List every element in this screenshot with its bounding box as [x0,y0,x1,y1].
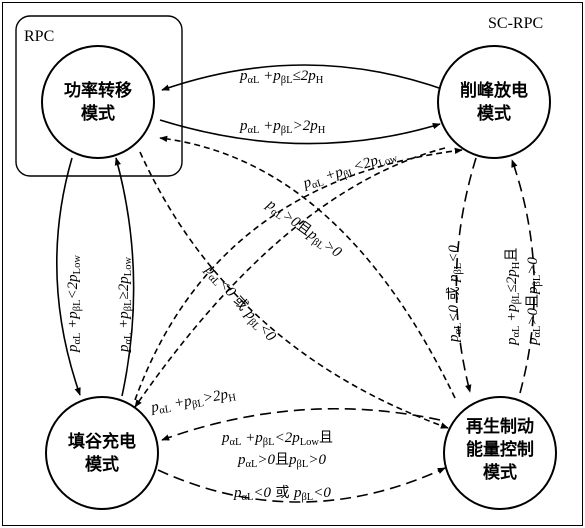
node-peak-discharge-line2: 模式 [477,103,511,124]
cond-regen-to-peak-line1: pαL +pβL≤2pH且 [504,248,522,346]
cond-peak-to-power: pαL +pβL≤2pH [239,68,324,86]
cond-valley-to-power: pαL +pβL≥2pLow [116,257,134,353]
node-regen-control: 再生制动 能量控制 模式 [443,396,557,510]
cond-valley-to-regen: pαL<0 或 pβL<0 [233,485,331,503]
cond-power-to-valley: pαL +pβL<2pLow [65,255,83,353]
node-power-transfer-line2: 模式 [81,103,115,124]
cond-peak-to-valley: pαL +pβL>2pH [149,385,237,418]
edge-regen-to-power [159,135,456,399]
edge-peak-to-power [161,64,446,91]
cond-peak-to-regen: pαL<0 或 pβL<0 [446,245,464,343]
node-regen-control-line2: 能量控制 [466,439,534,460]
edge-power-to-regen [139,151,449,429]
cond-power-to-regen: pαL<0 或 pβL<0 [200,261,279,346]
edge-valley-to-peak [134,147,463,401]
cond-regen-to-valley-line1: pαL +pβL<2pLow且 [221,430,333,448]
edge-valley-to-regen [157,467,446,503]
node-peak-discharge-line1: 削峰放电 [460,80,528,101]
node-regen-control-line1: 再生制动 [466,416,534,437]
node-power-transfer: 功率转移 模式 [41,45,155,159]
node-valley-charge-line1: 填谷充电 [68,431,136,452]
cond-regen-to-peak-line2: pαL>0且pβL>0 [525,257,543,346]
edge-peak-to-valley [134,147,446,408]
sc-rpc-label: SC-RPC [488,15,543,32]
edge-peak-to-regen [455,157,477,393]
node-peak-discharge: 削峰放电 模式 [437,45,551,159]
rpc-boundary [15,15,183,177]
node-valley-charge: 填谷充电 模式 [45,396,159,510]
edge-regen-to-valley [161,407,441,441]
edge-power-to-valley [55,157,81,396]
edge-power-to-peak [159,119,441,145]
node-valley-charge-line2: 模式 [85,454,119,475]
edge-regen-to-peak [511,159,536,394]
cond-power-to-peak: pαL +pβL>2pH [239,118,326,136]
cond-regen-to-valley-line2: pαL>0且pβL>0 [237,452,326,470]
node-regen-control-line3: 模式 [483,462,517,483]
edge-valley-to-power [114,157,135,397]
node-power-transfer-line1: 功率转移 [64,80,132,101]
rpc-label: RPC [24,28,54,45]
cond-regen-to-power: pαL>0且pβL>0 [262,196,345,263]
